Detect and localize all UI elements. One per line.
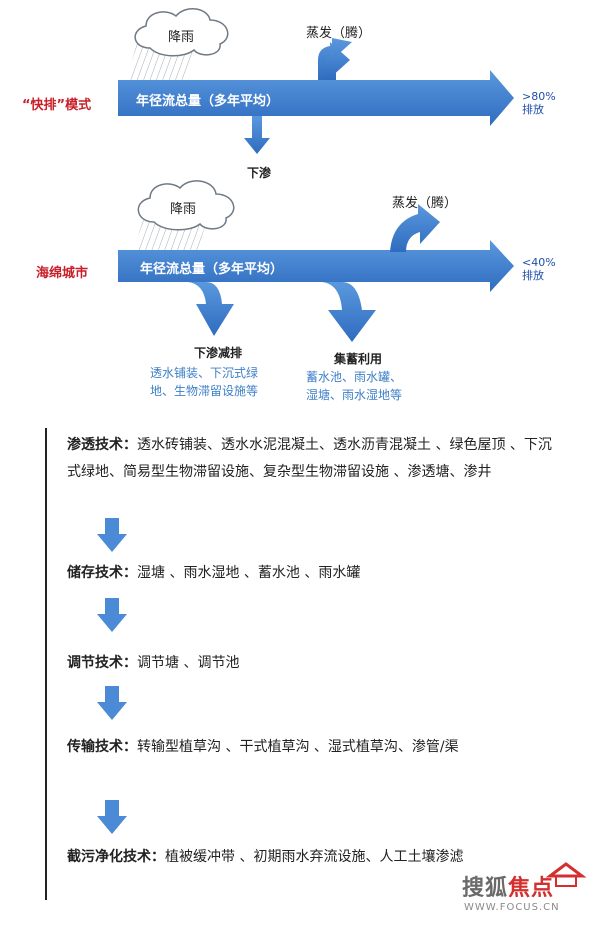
technique-infiltration: 渗透技术：透水砖铺装、透水水泥混凝土、透水沥青混凝土 、绿色屋顶 、下沉式绿地、… [67,432,557,486]
storage-line1: 蓄水池、雨水罐、 [306,370,403,384]
infiltration-desc-2: 透水铺装、下沉式绿 地、生物滞留设施等 [150,364,258,400]
technique-list: 渗透技术：透水砖铺装、透水水泥混凝土、透水沥青混凝土 、绿色屋顶 、下沉式绿地、… [45,428,567,900]
discharge-pct-1: >80% 排放 [522,90,556,116]
technique-transmission: 传输技术：转输型植草沟 、干式植草沟 、湿式植草沟、渗管/渠 [67,734,557,761]
infiltration-arrow-2 [188,282,234,336]
rain-label-1: 降雨 [168,30,195,45]
evaporation-label-2: 蒸发（腾） [392,196,458,211]
technique-text: 植被缓冲带 、初期雨水弃流设施、人工土壤渗滤 [165,849,464,865]
technique-title: 截污净化技术： [67,849,165,865]
evaporation-arrow-2 [390,204,440,252]
discharge-label-1: 排放 [522,103,544,116]
down-arrow-icon [97,800,127,834]
mode-label-fast-discharge: “快排”模式 [22,98,92,113]
down-arrow-icon [97,518,127,552]
infiltration-title-2: 下渗减排 [194,346,243,360]
cloud-icon-2 [137,180,235,231]
water-flow-diagrams [118,8,514,342]
infiltration-arrow-1 [244,116,270,154]
runoff-arrow-2 [118,240,514,292]
technique-purification: 截污净化技术：植被缓冲带 、初期雨水弃流设施、人工土壤渗滤 [67,844,557,871]
technique-title: 储存技术： [67,565,137,581]
runoff-arrow-1 [118,70,514,126]
technique-text: 调节塘 、调节池 [137,655,240,671]
technique-text: 透水砖铺装、透水水泥混凝土、透水沥青混凝土 、绿色屋顶 、下沉式绿地、简易型生物… [67,437,552,480]
storage-desc-2: 蓄水池、雨水罐、 湿塘、雨水湿地等 [306,368,402,404]
technique-title: 调节技术： [67,655,137,671]
diagram2-shapes [118,180,514,342]
technique-storage: 储存技术：湿塘 、雨水湿地 、蓄水池 、雨水罐 [67,560,557,587]
discharge-pct-value-1: >80% [522,90,556,103]
rain-label-2: 降雨 [170,202,197,217]
runoff-label-1: 年径流总量（多年平均） [136,94,280,109]
discharge-pct-value-2: <40% [522,256,556,269]
technique-title: 渗透技术： [67,437,137,453]
watermark-url: WWW.FOCUS.CN [464,902,560,913]
down-arrow-icon [97,686,127,720]
watermark-brand: 搜狐焦点 [462,870,554,902]
infiltration-line1: 透水铺装、下沉式绿 [150,366,259,380]
watermark-logo: 搜狐焦点 WWW.FOCUS.CN [462,862,592,922]
storage-title-2: 集蓄利用 [334,352,383,366]
mode-label-sponge-city: 海绵城市 [36,266,89,281]
technique-text: 湿塘 、雨水湿地 、蓄水池 、雨水罐 [137,565,361,581]
brand-red-text: 焦点 [508,876,555,901]
infiltration-label-1: 下渗 [247,166,272,180]
discharge-label-2: 排放 [522,269,544,282]
storage-arrow-2 [322,282,376,342]
cloud-icon [134,8,229,57]
technique-title: 传输技术： [67,739,137,755]
house-icon [546,862,586,887]
diagram1-shapes [118,8,514,154]
down-arrow-icon [97,598,127,632]
brand-gray-text: 搜狐 [462,876,509,901]
technique-text: 转输型植草沟 、干式植草沟 、湿式植草沟、渗管/渠 [137,739,459,755]
storage-line2: 湿塘、雨水湿地等 [306,388,403,402]
technique-regulation: 调节技术：调节塘 、调节池 [67,650,557,677]
infiltration-line2: 地、生物滞留设施等 [150,384,259,398]
discharge-pct-2: <40% 排放 [522,256,556,282]
evaporation-label-1: 蒸发（腾） [306,26,372,41]
runoff-label-2: 年径流总量（多年平均） [140,262,284,277]
evaporation-arrow-1b [318,38,352,82]
